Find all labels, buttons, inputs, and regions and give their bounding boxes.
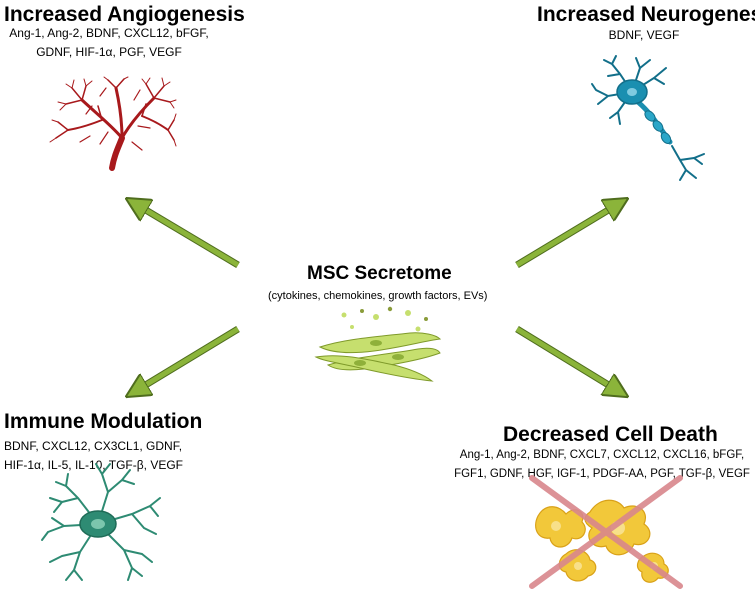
cell-death-factors: Ang-1, Ang-2, BDNF, CXCL7, CXCL12, CXCL1… bbox=[453, 446, 751, 484]
center-title: MSC Secretome bbox=[307, 263, 452, 284]
arrow-to-neurogenesis bbox=[515, 203, 620, 268]
angiogenesis-factors-line2: GDNF, HIF-1α, PGF, VEGF bbox=[36, 45, 182, 59]
immune-title: Immune Modulation bbox=[4, 410, 203, 433]
immune-cell-icon bbox=[41, 463, 161, 581]
neuron-icon bbox=[591, 55, 705, 181]
immune-factors-line1: BDNF, CXCL12, CX3CL1, GDNF, bbox=[4, 439, 183, 453]
immune-factors: BDNF, CXCL12, CX3CL1, GDNF, HIF-1α, IL-5… bbox=[4, 437, 183, 475]
neurogenesis-title: Increased Neurogenesis bbox=[537, 3, 755, 26]
arrow-to-immune bbox=[134, 326, 240, 392]
cell-death-title: Decreased Cell Death bbox=[503, 423, 718, 446]
immune-factors-line2: HIF-1α, IL-5, IL-10, TGF-β, VEGF bbox=[4, 458, 183, 472]
angiogenesis-factors-line1: Ang-1, Ang-2, BDNF, CXCL12, bFGF, bbox=[9, 26, 209, 40]
msc-cells-icon bbox=[314, 306, 442, 382]
arrow-to-cell-death bbox=[515, 326, 620, 392]
neurogenesis-factors: BDNF, VEGF bbox=[608, 28, 680, 42]
angiogenesis-title: Increased Angiogenesis bbox=[4, 3, 245, 26]
cell-death-factors-line1: Ang-1, Ang-2, BDNF, CXCL7, CXCL12, CXCL1… bbox=[459, 449, 745, 461]
angiogenesis-factors: Ang-1, Ang-2, BDNF, CXCL12, bFGF, GDNF, … bbox=[4, 24, 214, 62]
cell-death-factors-line2: FGF1, GDNF, HGF, IGF-1, PDGF-AA, PGF, TG… bbox=[454, 468, 750, 480]
center-subtitle: (cytokines, chemokines, growth factors, … bbox=[268, 290, 488, 302]
arrow-to-angiogenesis bbox=[134, 203, 240, 269]
blood-vessel-icon bbox=[49, 76, 177, 171]
dying-cells-icon bbox=[529, 475, 683, 589]
